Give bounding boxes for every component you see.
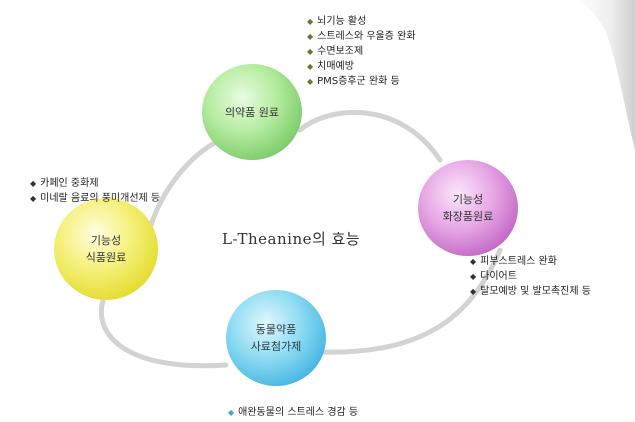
node-label: 의약품 원료 xyxy=(224,105,280,119)
node-label: 식품원료 xyxy=(85,251,127,264)
diamond-icon: ◆ xyxy=(30,194,37,203)
node-medicine-ingredient: 의약품 원료 xyxy=(202,64,302,160)
list-item: ◆다이어트 xyxy=(470,271,517,282)
food-benefit-list: ◆카페인 중화제 ◆미네랄 음료의 풍미개선제 등 xyxy=(30,176,160,206)
connector-ring-path xyxy=(98,109,503,369)
diamond-icon: ◆ xyxy=(470,272,477,281)
list-item: ◆탈모예방 및 발모촉진제 등 xyxy=(470,286,591,297)
list-item: ◆PMS증후군 완화 등 xyxy=(307,76,400,87)
list-item: ◆카페인 중화제 xyxy=(30,178,99,189)
node-label: 기능성 xyxy=(90,234,122,247)
node-label: 화장품원료 xyxy=(442,210,494,223)
list-item: ◆스트레스와 우울증 완화 xyxy=(307,31,416,42)
animal-benefit-list: ◆애완동물의 스트레스 경감 등 xyxy=(228,405,358,420)
node-label: 기능성 xyxy=(452,193,484,206)
diamond-icon: ◆ xyxy=(470,257,477,266)
node-label: 동물약품 xyxy=(255,323,297,336)
list-item: ◆수면보조제 xyxy=(307,46,364,57)
diamond-icon: ◆ xyxy=(30,179,37,188)
list-item: ◆미네랄 음료의 풍미개선제 등 xyxy=(30,193,161,204)
list-item: ◆치매예방 xyxy=(307,61,354,72)
diamond-icon: ◆ xyxy=(307,32,314,41)
node-functional-cosmetics: 기능성 화장품원료 xyxy=(418,160,518,256)
node-animal-feed: 동물약품 사료첨가제 xyxy=(226,290,326,386)
node-functional-food: 기능성 식품원료 xyxy=(54,198,158,300)
list-item: ◆뇌기능 활성 xyxy=(307,16,367,27)
diamond-icon: ◆ xyxy=(470,287,477,296)
node-label: 사료첨가제 xyxy=(250,340,302,353)
diamond-icon: ◆ xyxy=(307,62,314,71)
list-item: ◆피부스트레스 완화 xyxy=(470,256,557,267)
diagram-title: L-Theanine의 효능 xyxy=(222,230,361,248)
list-item: ◆애완동물의 스트레스 경감 등 xyxy=(228,407,359,418)
medicine-benefit-list: ◆뇌기능 활성 ◆스트레스와 우울증 완화 ◆수면보조제 ◆치매예방 ◆PMS증… xyxy=(307,14,416,89)
diamond-icon: ◆ xyxy=(307,47,314,56)
cosmetics-benefit-list: ◆피부스트레스 완화 ◆다이어트 ◆탈모예방 및 발모촉진제 등 xyxy=(470,254,591,299)
diamond-icon: ◆ xyxy=(307,77,314,86)
diamond-icon: ◆ xyxy=(228,408,235,417)
diamond-icon: ◆ xyxy=(307,17,314,26)
page-curl-decoration xyxy=(575,0,635,150)
